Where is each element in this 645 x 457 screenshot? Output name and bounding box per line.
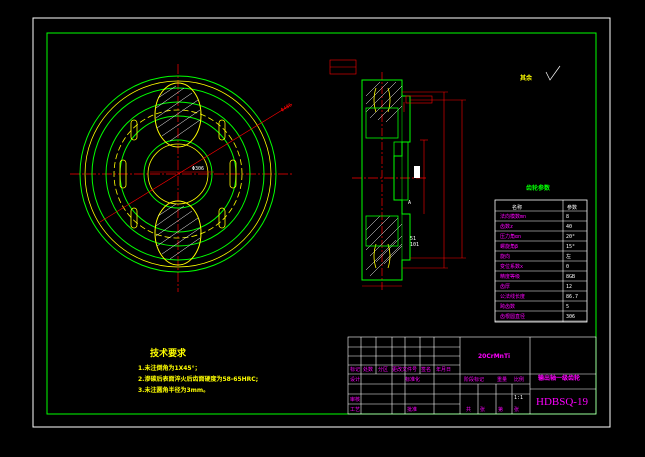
tech-req-line-2: 2.渗碳后表面淬火后齿面硬度为58-65HRC; [138,375,258,383]
label-mark: 标记 [350,366,360,373]
gear-param-name: 压力角αn [500,233,521,240]
label-change-doc: 更改文件号 [392,366,417,373]
tech-requirements: 技术要求 1.未注倒角为1X45°； 2.渗碳后表面淬火后齿面硬度为58-65H… [138,347,258,394]
gear-param-name: 旋向 [500,253,510,260]
roughness-symbol: 其余 [520,65,561,82]
gear-param-value: 8GB [566,274,575,280]
gear-section-view: 101 51 A [329,59,466,292]
label-design: 设计 [350,376,360,383]
datum-a: A [408,200,411,206]
gear-param-name: 法向模数mn [500,213,526,220]
gear-param-value: 5 [566,304,569,310]
drawing-number-text: HDBSQ-19 [536,396,588,408]
gear-param-value: 306 [566,314,575,320]
label-count: 处数 [363,366,373,373]
tech-req-title: 技术要求 [150,347,187,359]
gear-param-value: 左 [566,253,571,260]
tech-req-line-1: 1.未注倒角为1X45°； [138,364,201,372]
gear-param-name: 齿数z [500,223,513,230]
scale-value: 1:1 [514,395,523,401]
tech-req-line-3: 3.未注圆角半径为3mm。 [138,386,209,394]
gear-params-table: 齿轮参数 法向模数mn 8 齿数z 40 压力角αn 20° 螺旋角β 15° 旋向 左变位系数x… [494,184,588,323]
gear-param-value: 20° [566,234,575,240]
gear-param-name: 齿厚 [500,284,510,290]
label-approve: 批准 [407,406,417,413]
label-weight: 重量 [497,376,507,383]
label-sheet-no: 第 [498,406,503,413]
sheet-border [32,17,611,428]
gear-param-name: 公法线长度 [500,293,525,300]
material-text: 20CrMnTi [478,353,510,360]
label-date: 年月日 [436,366,451,373]
label-zone: 分区 [378,366,388,373]
gear-params-title: 齿轮参数 [526,184,551,192]
gear-param-name: 跨齿数 [500,303,515,310]
label-scale: 比例 [514,376,524,383]
gear-param-name: 精度等级 [500,273,520,280]
dim-outer-diameter: Φ486 [280,102,293,113]
gear-param-name: 螺旋角β [500,243,518,250]
label-sheet-unit-1: 张 [480,406,485,413]
gear-param-value: 86.7 [566,294,578,300]
gear-param-value: 8 [566,214,569,220]
dim-side-51: 51 [410,236,416,242]
label-sheet-total: 共 [466,406,471,413]
label-review: 审核 [350,396,360,403]
gear-param-value: 15° [566,244,575,250]
gear-param-name: 变位系数x [500,263,523,270]
roughness-label: 其余 [520,74,533,82]
gear-param-name: 齿根圆直径 [500,313,525,320]
label-signature: 签名 [421,366,431,373]
label-stage: 阶段标记 [464,376,484,383]
gear-param-value: 40 [566,224,572,230]
label-standardize: 标准化 [405,376,420,383]
drawing-frame [46,32,597,415]
dim-side-101: 101 [410,242,419,248]
gear-param-value: 12 [566,284,572,290]
gear-front-view: Φ486 Φ306 [70,64,294,292]
gear-param-value: 0 [566,264,569,270]
title-block-text: 20CrMnTi 输出轴一级齿轮 HDBSQ-19 1:1 标记 处数 分区 更… [350,353,588,413]
dim-pitch-diameter: Φ306 [192,166,204,172]
gear-params-head-value: 参数 [567,204,577,211]
title-block [347,336,597,415]
label-process: 工艺 [350,407,360,413]
label-sheet-unit-2: 张 [514,406,519,413]
gear-params-head-name: 名称 [512,204,522,211]
part-name-text: 输出轴一级齿轮 [538,374,580,382]
